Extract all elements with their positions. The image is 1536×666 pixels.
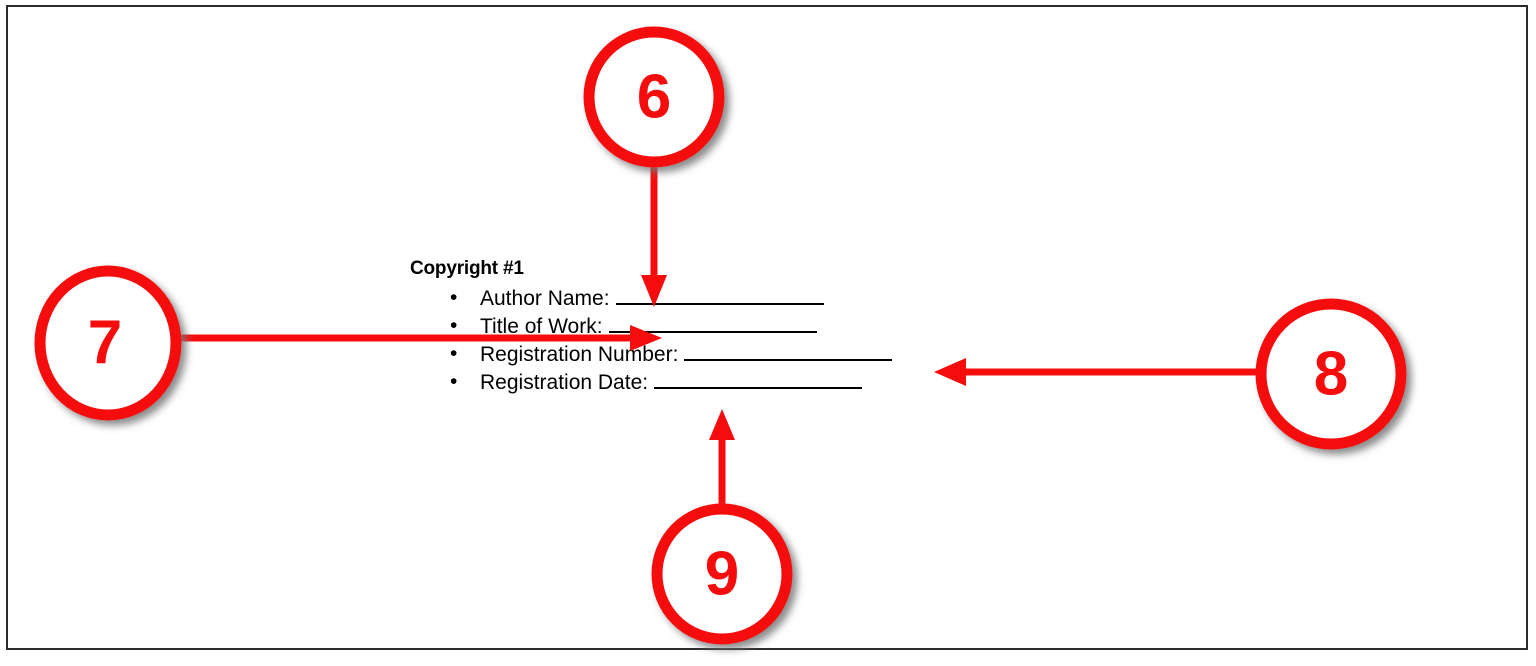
field-label-author-name: Author Name: (480, 287, 610, 310)
copyright-form-block: Copyright #1 • Author Name: • Title of W… (410, 258, 970, 396)
copyright-heading: Copyright #1 (410, 258, 524, 279)
field-blank-registration-number[interactable] (684, 340, 893, 361)
field-blank-title-of-work[interactable] (608, 312, 817, 333)
field-row-registration-number: • Registration Number: (410, 340, 970, 368)
bullet-icon: • (450, 314, 458, 337)
field-label-title-of-work: Title of Work: (480, 315, 603, 338)
field-row-author-name: • Author Name: (410, 284, 970, 312)
field-label-registration-date: Registration Date: (480, 371, 649, 394)
field-label-registration-number: Registration Number: (480, 343, 679, 366)
field-blank-registration-date[interactable] (654, 368, 863, 389)
bullet-icon: • (450, 370, 458, 393)
bullet-icon: • (450, 342, 458, 365)
field-blank-author-name[interactable] (615, 284, 824, 305)
field-row-registration-date: • Registration Date: (410, 368, 970, 396)
bullet-icon: • (450, 286, 458, 309)
field-row-title-of-work: • Title of Work: (410, 312, 970, 340)
copyright-field-list: • Author Name: • Title of Work: • Regist… (410, 284, 970, 396)
